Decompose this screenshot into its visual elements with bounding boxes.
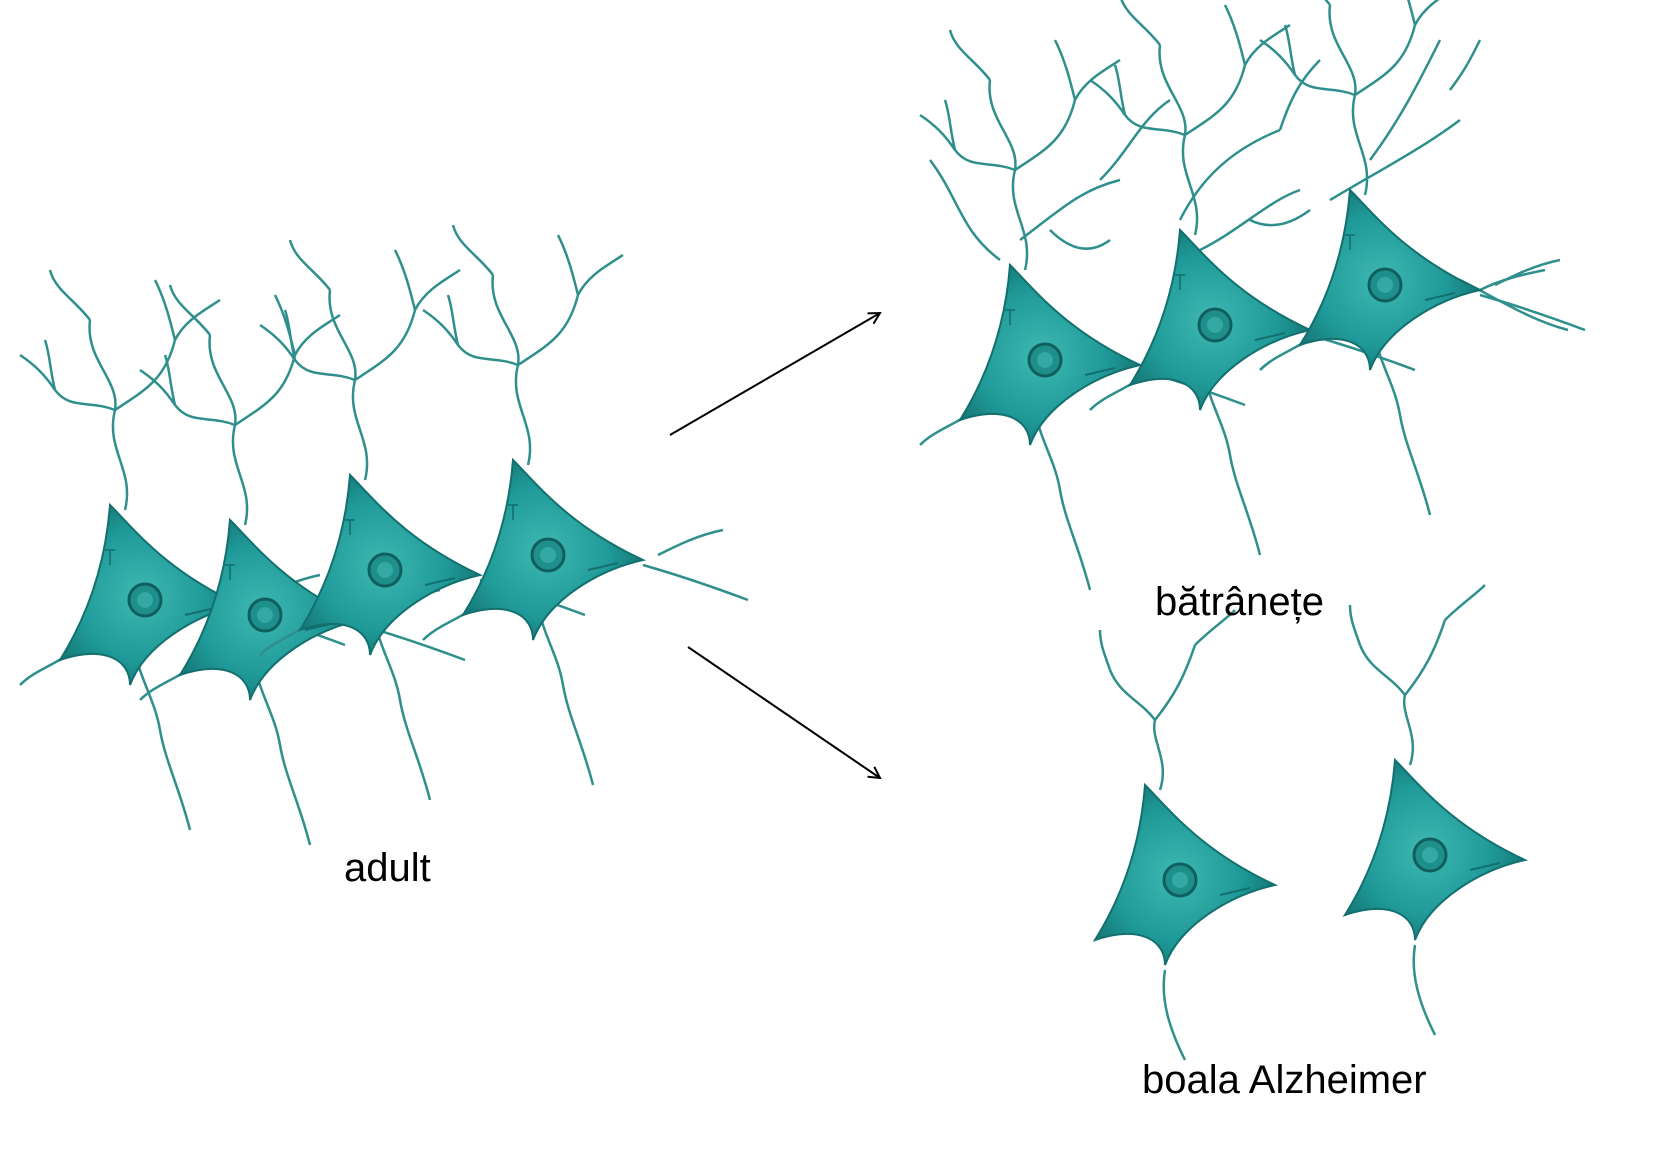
- alzheimer-neuron-group: [1093, 583, 1527, 1062]
- alzheimer-neuron-1: [1093, 608, 1277, 1062]
- label-alzheimer: boala Alzheimer: [1142, 1058, 1427, 1102]
- alzheimer-neuron-2: [1343, 583, 1527, 1037]
- label-aging: bătrânețe: [1155, 580, 1325, 624]
- arrow-to-alzheimer: [687, 646, 880, 778]
- adult-neuron-4: [421, 223, 750, 787]
- arrow-to-aging: [669, 313, 880, 436]
- aging-neuron-group: [918, 0, 1587, 592]
- label-adult: adult: [344, 846, 431, 890]
- aging-neuron-3: [1258, 0, 1587, 517]
- adult-neuron-group: [18, 223, 750, 847]
